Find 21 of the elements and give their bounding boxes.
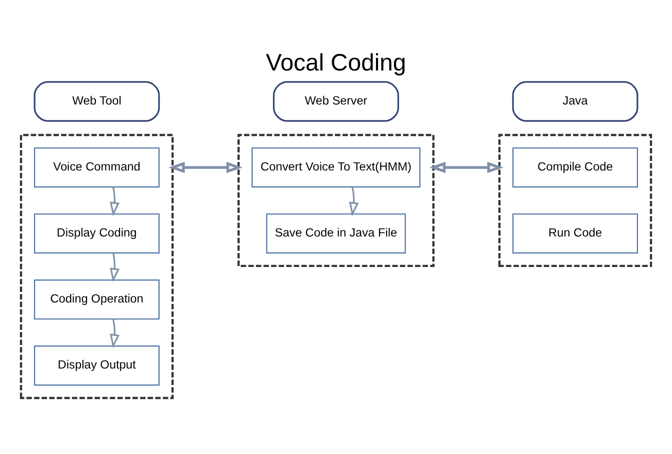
- cluster: [498, 134, 652, 268]
- node-box: Voice Command: [34, 147, 160, 188]
- arrow: [110, 186, 120, 216]
- node-box: Convert Voice To Text(HMM): [252, 147, 420, 188]
- node-box: Java: [512, 81, 638, 122]
- cluster: [238, 134, 434, 268]
- node-box: Display Output: [34, 346, 160, 386]
- arrow: [110, 318, 120, 348]
- node-box: Web Server: [272, 81, 400, 122]
- arrow: [110, 252, 120, 282]
- node-box: Web Tool: [34, 81, 160, 122]
- arrow: [429, 162, 504, 174]
- diagram-title: Vocal Coding: [266, 50, 406, 77]
- cluster: [20, 134, 174, 400]
- arrow: [349, 186, 359, 216]
- node-box: Display Coding: [34, 213, 160, 254]
- node-box: Run Code: [512, 213, 638, 254]
- node-box: Coding Operation: [34, 280, 160, 320]
- node-box: Save Code in Java File: [266, 213, 406, 254]
- node-box: Compile Code: [512, 147, 638, 188]
- arrow: [168, 162, 243, 174]
